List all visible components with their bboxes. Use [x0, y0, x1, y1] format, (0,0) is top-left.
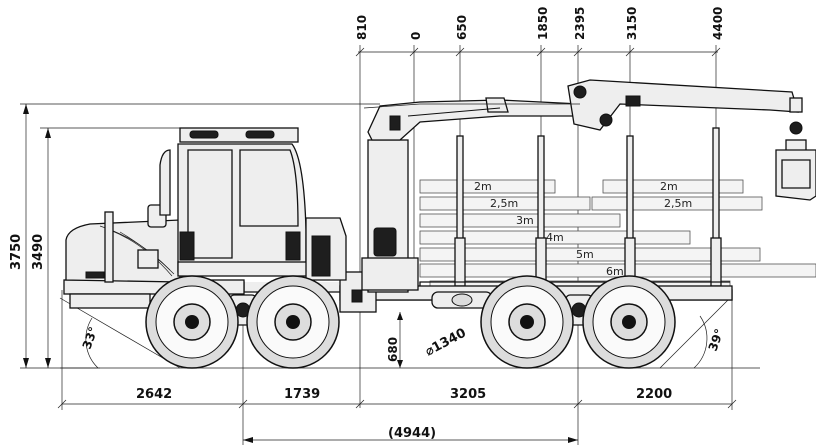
dim-rear-overhang: 2200 [636, 387, 672, 402]
rear-angle-label: 39° [706, 327, 727, 353]
pos-label-650: 650 [455, 15, 469, 40]
log-label-4m: 4m [546, 231, 564, 244]
pos-label-3150: 3150 [625, 7, 639, 40]
pos-label-1850: 1850 [536, 7, 550, 40]
wheel-4 [582, 275, 676, 369]
ground-clearance-label: 680 [386, 337, 400, 362]
wheel-2 [246, 275, 340, 369]
loader-crane [361, 79, 816, 293]
top-position-labels: 810 0 650 1850 2395 3150 4400 [355, 7, 725, 40]
dim-front-overhang: 2642 [136, 387, 172, 402]
pos-label-2395: 2395 [573, 7, 587, 40]
bottom-dimension-labels: 2642 1739 3205 2200 [136, 387, 672, 402]
log-label-3m: 3m [516, 214, 534, 227]
wheel-diameter-label: ⌀1340 [423, 326, 469, 360]
dimension-lines [20, 45, 760, 445]
log-label-2-5m-b: 2,5m [664, 197, 692, 210]
log-length-labels: 2m 2m 2,5m 2,5m 3m 4m 5m 6m [474, 180, 692, 278]
log-label-2m-a: 2m [474, 180, 492, 193]
cab [177, 127, 347, 281]
wheelbase-label: (4944) [388, 426, 436, 441]
dim-front-bogie-to-joint: 1739 [284, 387, 320, 402]
dim-joint-to-rear-bogie: 3205 [450, 387, 486, 402]
pos-label-0: 0 [409, 32, 423, 40]
front-angle-label: 33° [80, 325, 101, 351]
wheels [145, 275, 676, 369]
wheel-3 [480, 275, 574, 369]
pos-label-810: 810 [355, 15, 369, 40]
engine-hood [65, 149, 181, 283]
log-label-2-5m-a: 2,5m [490, 197, 518, 210]
height-total-label: 3750 [9, 234, 24, 270]
pos-label-4400: 4400 [711, 7, 725, 40]
log-label-6m: 6m [606, 265, 624, 278]
height-cab-label: 3490 [31, 234, 46, 270]
wheel-1 [145, 275, 239, 369]
log-label-5m: 5m [576, 248, 594, 261]
log-label-2m-b: 2m [660, 180, 678, 193]
